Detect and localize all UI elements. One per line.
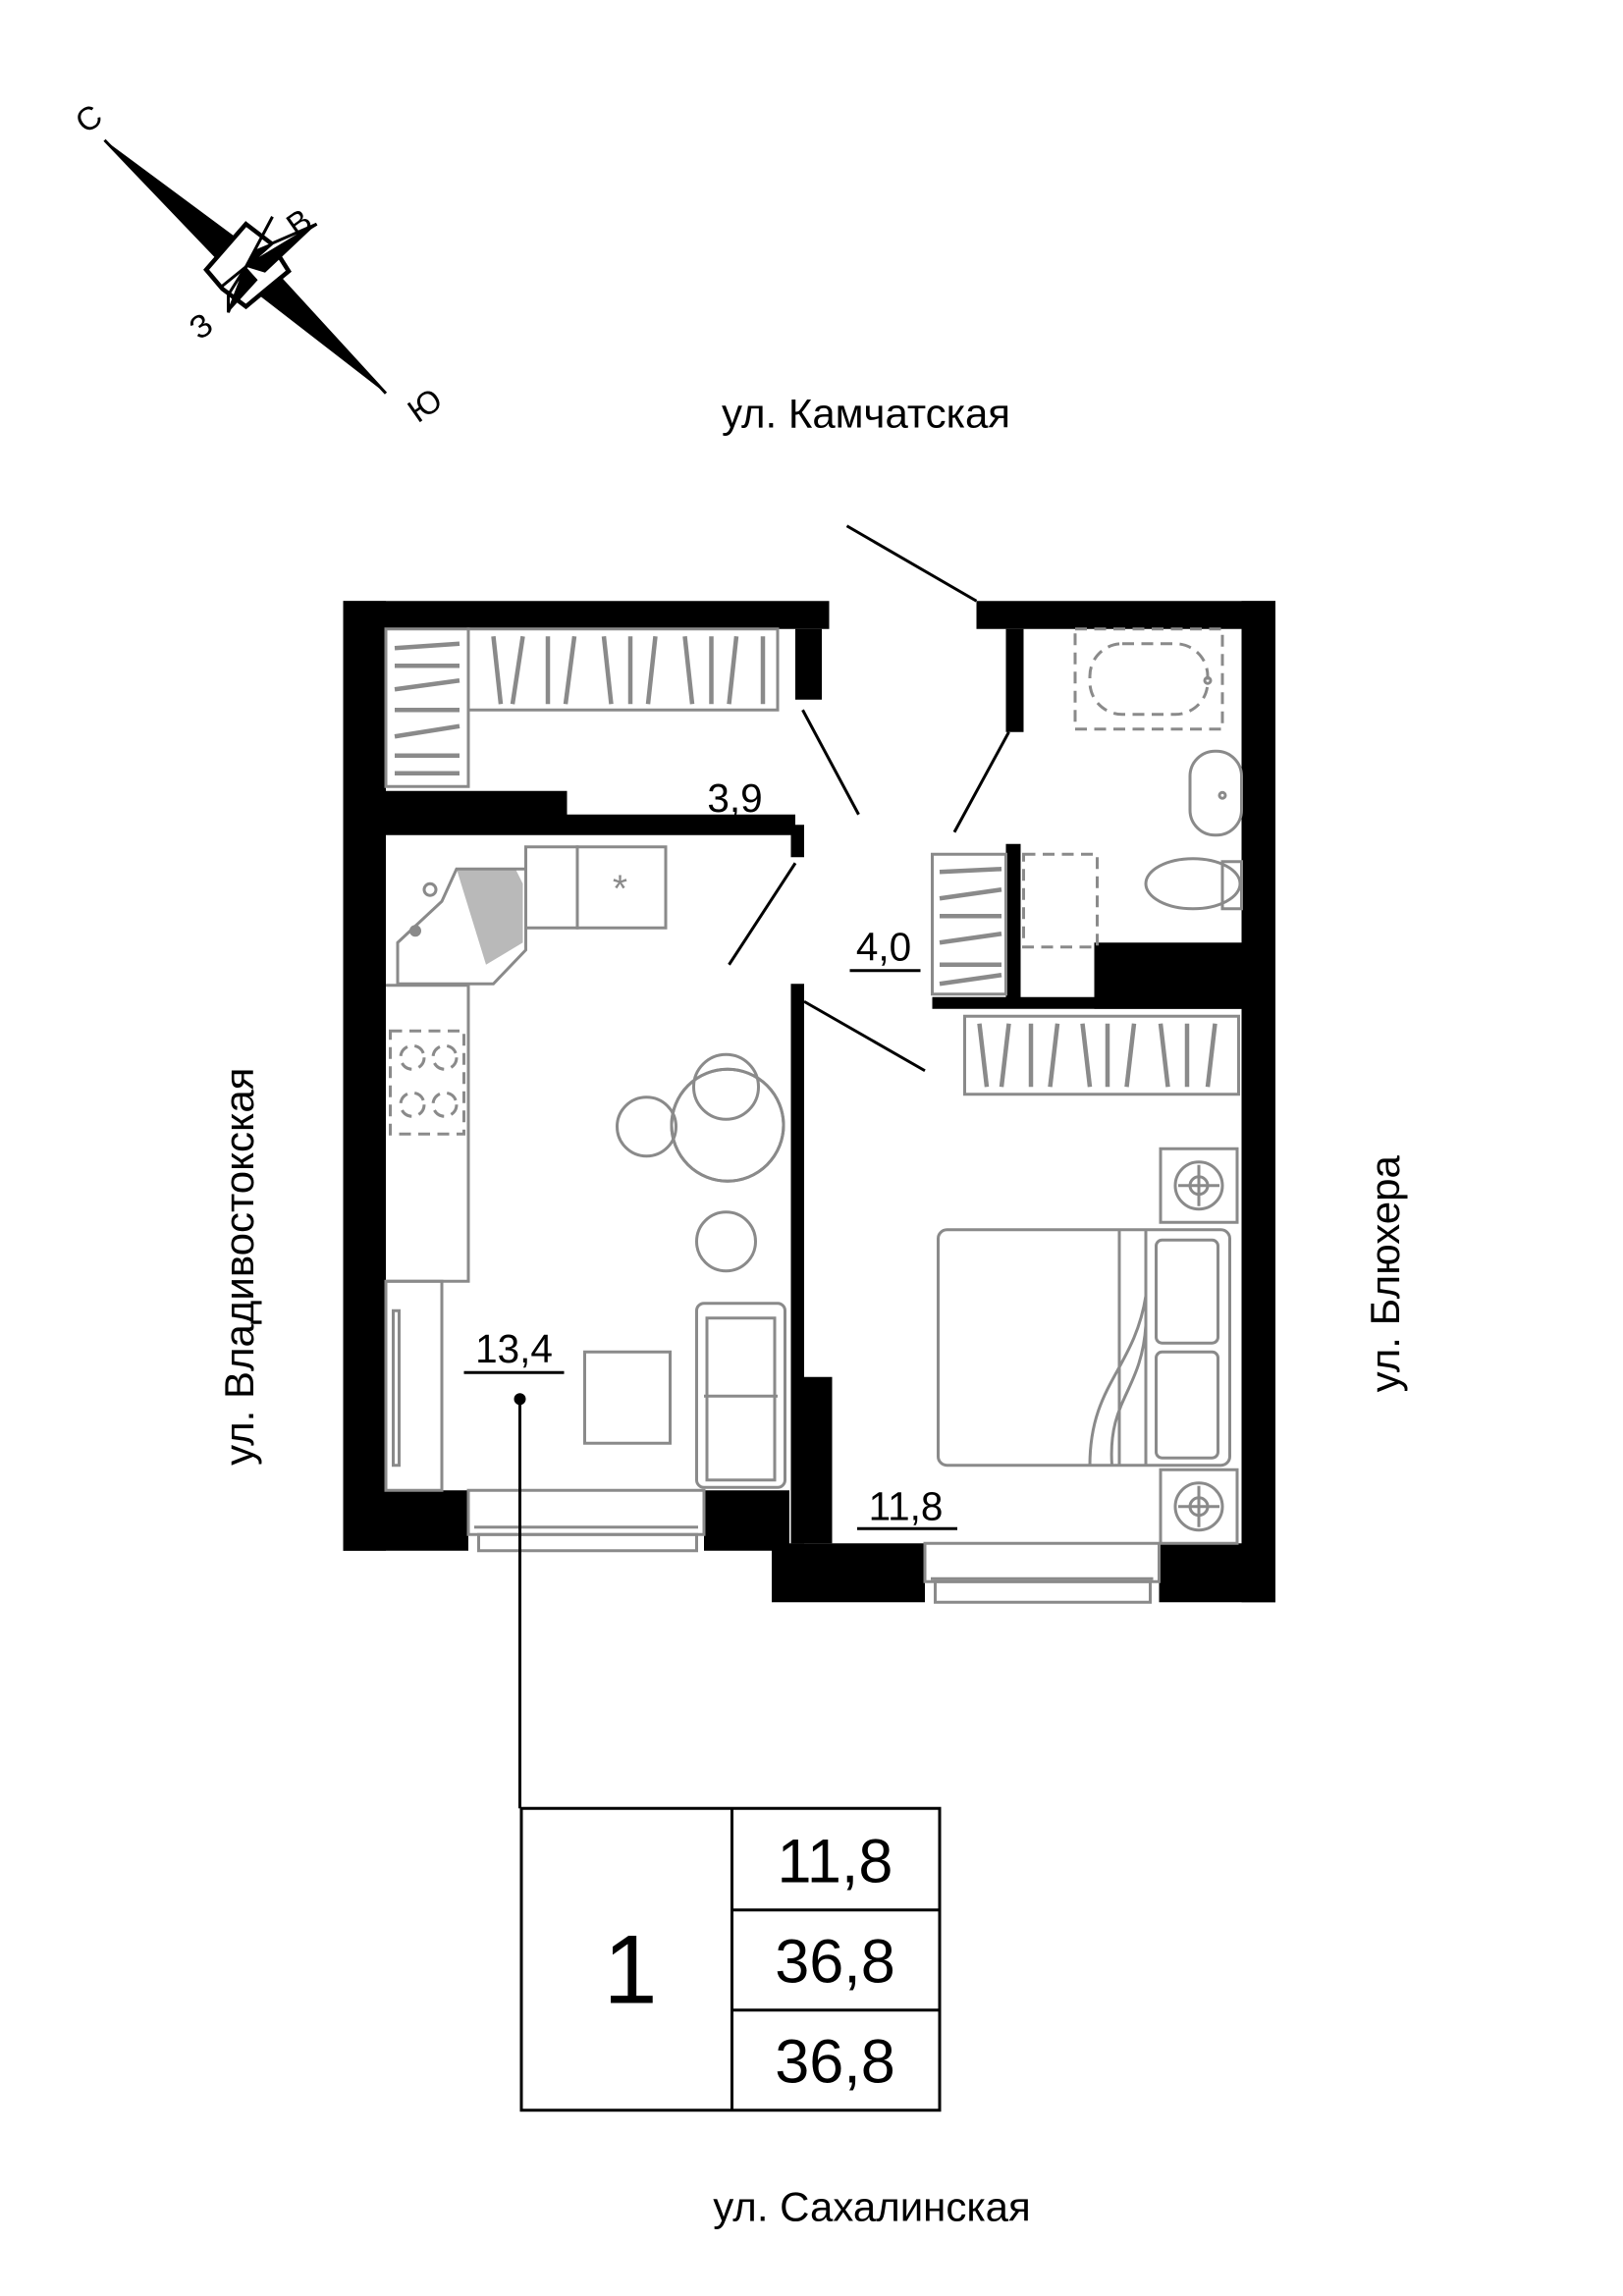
- compass-south-label: Ю: [401, 381, 449, 429]
- sink: [1188, 749, 1243, 837]
- total-area-with-balcony-value: 36,8: [775, 2027, 895, 2096]
- doors: [728, 524, 1010, 1073]
- toilet: [1144, 857, 1243, 911]
- refrigerator: [384, 1279, 444, 1492]
- room-area-kitchen-living: 13,4: [475, 1326, 553, 1371]
- kitchen-counter: *: [386, 845, 668, 1283]
- summary-table: [519, 1806, 942, 2112]
- wardrobe-bedroom: [963, 1014, 1240, 1096]
- sofa: [695, 1302, 786, 1489]
- compass-rose-icon: [103, 138, 388, 395]
- nightstand-bottom: [1159, 1468, 1239, 1545]
- bathtub: [1073, 627, 1224, 731]
- bed: [937, 1228, 1231, 1468]
- coffee-table: [583, 1350, 672, 1445]
- window-kitchen: [466, 1488, 706, 1553]
- room-area-bedroom: 11,8: [869, 1483, 944, 1528]
- compass-west-label: З: [183, 305, 220, 347]
- nightstand-top: [1159, 1147, 1239, 1224]
- dining-table: [616, 1052, 785, 1273]
- washing-machine: [931, 852, 1099, 996]
- fridge-symbol-icon: *: [613, 868, 627, 910]
- window-bedroom: [923, 1541, 1161, 1604]
- street-label-right: ул. Блюхера: [1362, 1155, 1408, 1393]
- compass-north-label: С: [69, 97, 109, 140]
- total-area-value: 36,8: [775, 1927, 895, 1996]
- street-label-left: ул. Владивостокская: [216, 1068, 262, 1466]
- room-area-storage: 3,9: [707, 775, 762, 821]
- rooms-count: 1: [603, 1914, 657, 2023]
- wardrobe-storage: [384, 627, 780, 788]
- street-label-bottom: ул. Сахалинская: [713, 2183, 1031, 2229]
- living-area-value: 11,8: [778, 1827, 893, 1896]
- street-label-top: ул. Камчатская: [722, 390, 1010, 436]
- walls: [343, 601, 1275, 1603]
- room-area-hall: 4,0: [856, 924, 911, 969]
